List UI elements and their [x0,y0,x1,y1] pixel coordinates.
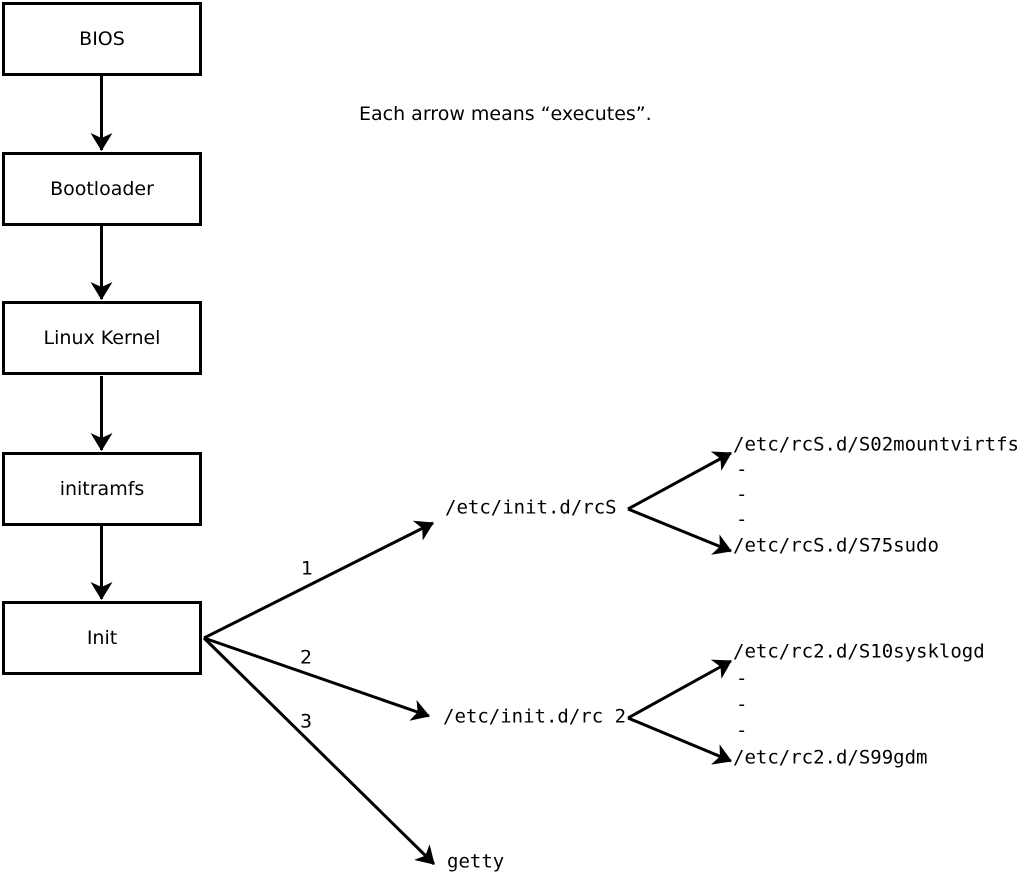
rcs-ellipsis-dash-3: - [736,508,748,531]
rc2-ellipsis-dash-2: - [736,693,748,716]
rc2-ellipsis-dash-1: - [736,667,748,690]
arrow-init-to-getty [202,636,436,866]
arrow-rcs-to-s75sudo [627,507,732,555]
path-rcs-first-script: /etc/rcS.d/S02mountvirtfs [733,433,1019,456]
arrow-rc2-to-s10sysklogd [627,659,732,720]
bios-box: BIOS [2,2,202,76]
arrow-rcs-to-s02mountvirtfs [627,451,732,511]
rc2-ellipsis-dash-3: - [736,719,748,742]
initramfs-box: initramfs [2,452,202,526]
arrow-order-label-3: 3 [299,710,313,733]
arrow-rc2-to-s99gdm [627,716,732,765]
path-rcs-last-script: /etc/rcS.d/S75sudo [733,534,939,557]
bootloader-box: Bootloader [2,152,202,226]
path-rc2-first-script: /etc/rc2.d/S10sysklogd [733,640,985,663]
rcs-ellipsis-dash-1: - [736,458,748,481]
path-etc-init-d-rc2: /etc/init.d/rc 2 [443,705,627,728]
path-etc-init-d-rcs: /etc/init.d/rcS [445,496,617,519]
path-rc2-last-script: /etc/rc2.d/S99gdm [733,746,928,769]
arrow-order-label-1: 1 [300,557,314,580]
getty-label: getty [447,850,505,873]
arrow-init-to-rcs [203,520,434,640]
diagram-caption: Each arrow means “executes”. [359,103,652,125]
arrow-init-to-rc2 [203,636,430,721]
rcs-ellipsis-dash-2: - [736,483,748,506]
linux-kernel-box: Linux Kernel [2,301,202,375]
init-box: Init [2,601,202,675]
arrow-order-label-2: 2 [299,646,313,669]
